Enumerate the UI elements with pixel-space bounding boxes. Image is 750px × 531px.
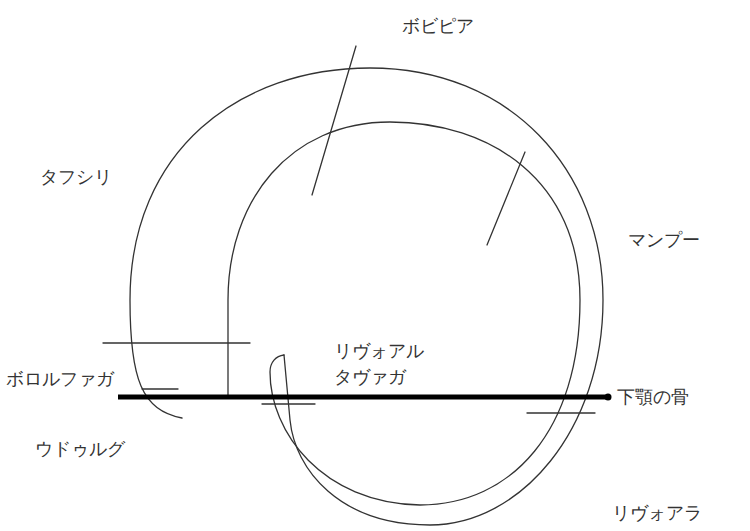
leader-line xyxy=(487,152,525,245)
inner-outline xyxy=(228,122,580,505)
boundary-tick xyxy=(527,412,595,413)
part-label: ウドゥルグ xyxy=(35,438,125,460)
jaw-bone-line xyxy=(118,395,606,400)
part-label: リヴォアラ xyxy=(612,502,702,524)
part-label: リヴォアル タヴァガ xyxy=(334,338,438,390)
leader-line xyxy=(312,46,356,195)
part-label: ボビピア xyxy=(402,15,474,37)
outer-outline xyxy=(130,68,603,525)
boundary-line xyxy=(103,342,250,343)
bone-label: 下顎の骨 xyxy=(617,386,689,408)
part-label: マンプー xyxy=(628,229,700,251)
part-label: ボロルファガ xyxy=(6,368,114,390)
boundary-tick xyxy=(262,403,315,404)
jaw-bone-end xyxy=(605,394,612,401)
part-label: タフシリ xyxy=(40,166,112,188)
boundary-tick xyxy=(142,388,178,389)
